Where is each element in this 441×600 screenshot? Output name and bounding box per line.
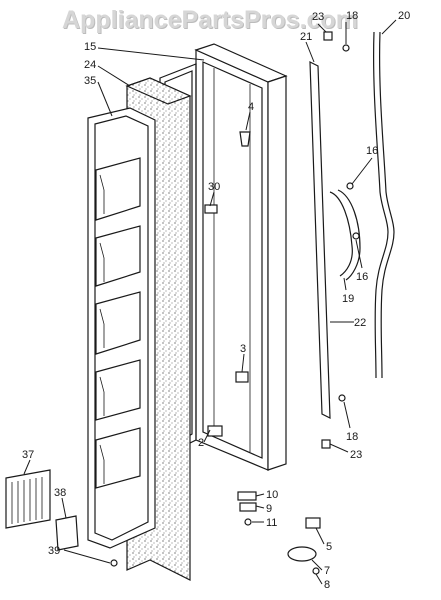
grille: [5, 469, 51, 529]
callout-39: 39: [48, 545, 60, 557]
callout-2: 2: [198, 437, 204, 449]
leader-lines: [23, 19, 397, 585]
callout-16-upper: 16: [366, 145, 378, 157]
callout-18-top: 18: [346, 10, 358, 22]
callout-24: 24: [84, 59, 96, 71]
callout-38: 38: [54, 487, 66, 499]
callout-23-top: 23: [312, 11, 324, 23]
watermark: AppliancePartsPros.com: [62, 6, 358, 34]
callout-4: 4: [248, 101, 254, 113]
callout-30: 30: [208, 181, 220, 193]
door-liner: [87, 107, 156, 549]
handle-assembly: [309, 31, 395, 449]
callout-23-bottom: 23: [350, 449, 362, 461]
callout-19: 19: [342, 293, 354, 305]
callout-21: 21: [300, 31, 312, 43]
callout-16-lower: 16: [356, 271, 368, 283]
small-hardware: [5, 131, 321, 575]
callouts: 23 18 20 21 15 24 35 4 30 16 16 19 22 3 …: [22, 10, 410, 591]
callout-9: 9: [266, 503, 272, 515]
callout-3: 3: [240, 343, 246, 355]
callout-11: 11: [266, 517, 277, 529]
callout-37: 37: [22, 449, 34, 461]
door-outer-panel: [194, 43, 288, 471]
callout-20: 20: [398, 10, 410, 22]
callout-10: 10: [266, 489, 278, 501]
callout-8: 8: [324, 579, 330, 591]
callout-5: 5: [326, 541, 332, 553]
callout-18-bottom: 18: [346, 431, 358, 443]
callout-22: 22: [354, 317, 366, 329]
callout-7: 7: [324, 565, 330, 577]
callout-35: 35: [84, 75, 96, 87]
callout-15: 15: [84, 41, 96, 53]
